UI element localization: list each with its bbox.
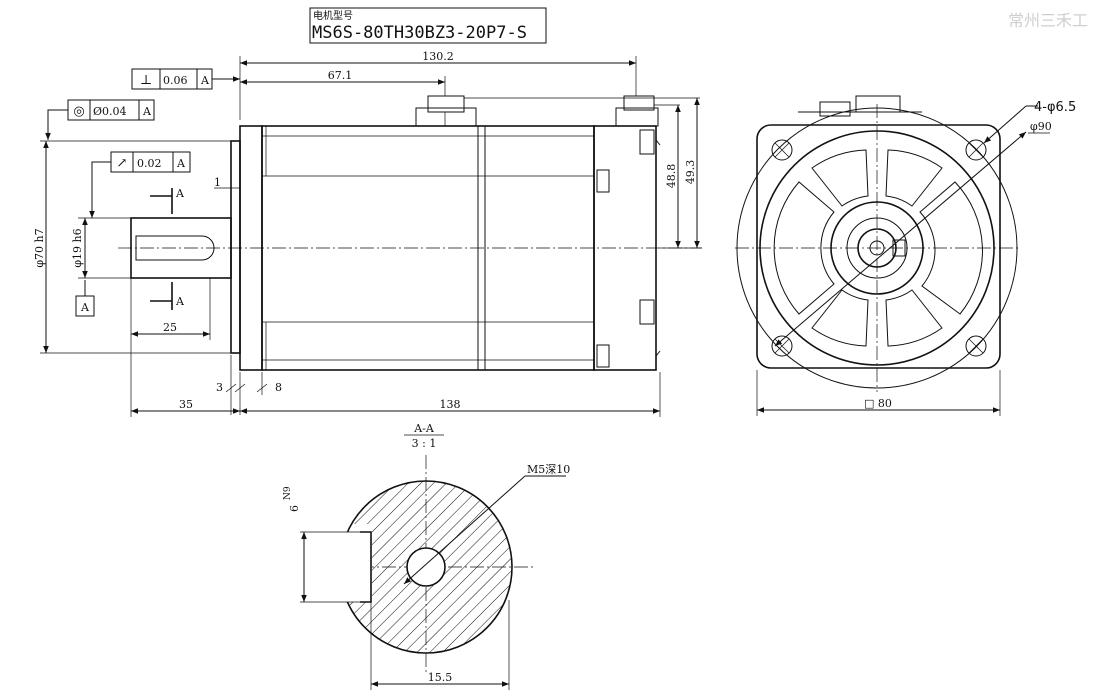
- dim-shaft-dia: φ19 h6: [71, 228, 84, 267]
- runout-frame: ↗ 0.02 A: [89, 151, 191, 218]
- key-tolerance: N9: [283, 486, 293, 500]
- mounting-hole: [965, 139, 987, 161]
- watermark: 常州三禾工: [1008, 11, 1088, 30]
- dim-key-length: 25: [163, 321, 177, 334]
- mounting-hole: [771, 139, 793, 161]
- dim-flange-thk: 3: [216, 381, 223, 394]
- section-view: A-A 3 : 1 6 N9 M5深10 15.5: [283, 422, 570, 690]
- hole-callout: 4-φ6.5: [1034, 100, 1076, 115]
- perpendicularity-frame: ⊥ 0.06 A: [131, 68, 240, 90]
- mounting-hole: [965, 335, 987, 357]
- dim-height-a: 48.8: [665, 164, 678, 189]
- dim-spigot-dia: φ70 h7: [33, 228, 46, 267]
- dim-square: □ 80: [864, 397, 892, 410]
- shaft-key: [135, 235, 215, 261]
- section-mark-top: A: [175, 187, 185, 200]
- pcd-callout: φ90: [1030, 120, 1052, 133]
- encoder-connector: [615, 95, 659, 127]
- svg-text:A: A: [176, 157, 186, 170]
- section-scale: 3 : 1: [412, 437, 437, 450]
- title-label: 电机型号: [313, 9, 353, 22]
- flange-square: [756, 124, 1001, 369]
- dim-spigot-depth: 1: [214, 176, 221, 189]
- dim-body-length: 138: [440, 398, 461, 411]
- section-title: A-A: [413, 422, 435, 435]
- front-view: 4-φ6.5 φ90 □ 80: [735, 95, 1076, 416]
- dim-height-b: 49.3: [684, 160, 697, 185]
- key-depth: 15.5: [428, 671, 453, 684]
- svg-text:Ø0.04: Ø0.04: [93, 105, 127, 118]
- dim-flange-gap: 8: [275, 381, 282, 394]
- svg-text:A: A: [200, 74, 210, 87]
- dim-shaft-length: 35: [179, 398, 193, 411]
- concentricity-frame: ◎ Ø0.04 A: [45, 99, 155, 140]
- model-number: MS6S-80TH30BZ3-20P7-S: [312, 23, 527, 43]
- title-block: 电机型号 MS6S-80TH30BZ3-20P7-S: [309, 7, 547, 44]
- flange: [230, 140, 241, 354]
- svg-text:A: A: [142, 105, 152, 118]
- key-width: 6: [288, 505, 301, 512]
- tapped-hole: [406, 547, 446, 587]
- dim-overall-length: 130.2: [422, 50, 454, 63]
- perpendicularity-icon: ⊥: [140, 73, 152, 88]
- concentricity-icon: ◎: [73, 104, 84, 119]
- side-view: A A ⊥ 0.06 A ◎ Ø0.04 A ↗: [33, 50, 702, 417]
- svg-text:0.06: 0.06: [163, 74, 188, 87]
- dim-connector-pos: 67.1: [328, 69, 353, 82]
- power-connector: [415, 95, 477, 127]
- svg-text:0.02: 0.02: [137, 157, 162, 170]
- tapped-hole-callout: M5深10: [527, 463, 570, 476]
- runout-icon: ↗: [117, 156, 128, 171]
- datum-a: A: [75, 280, 95, 317]
- svg-text:A: A: [80, 301, 90, 314]
- section-mark-bottom: A: [175, 295, 185, 308]
